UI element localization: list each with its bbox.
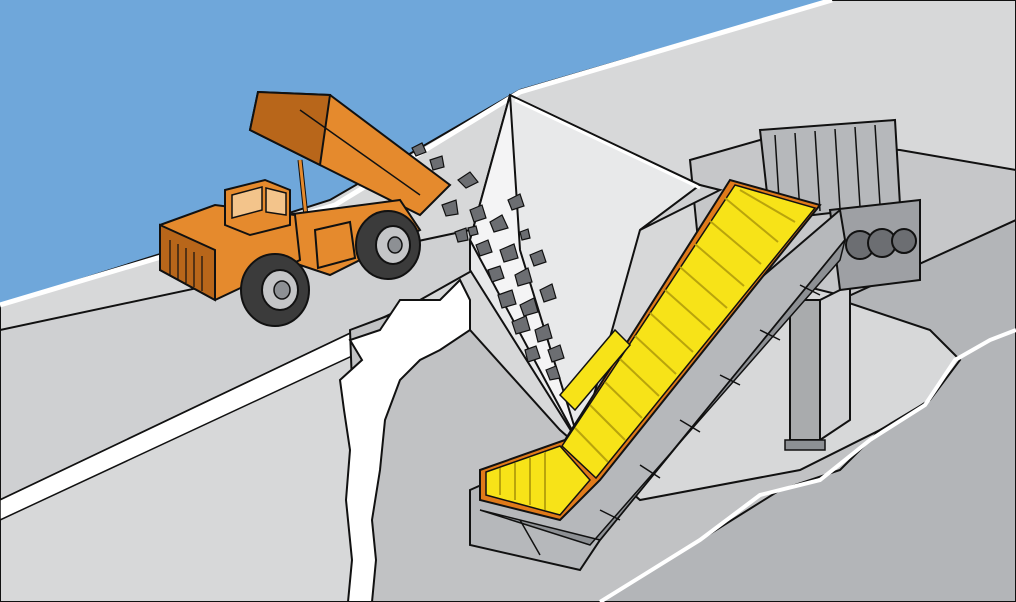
drive-gear-3 <box>892 229 916 253</box>
truck-wheel-front <box>241 254 309 326</box>
truck-wheel-rear <box>356 211 420 279</box>
